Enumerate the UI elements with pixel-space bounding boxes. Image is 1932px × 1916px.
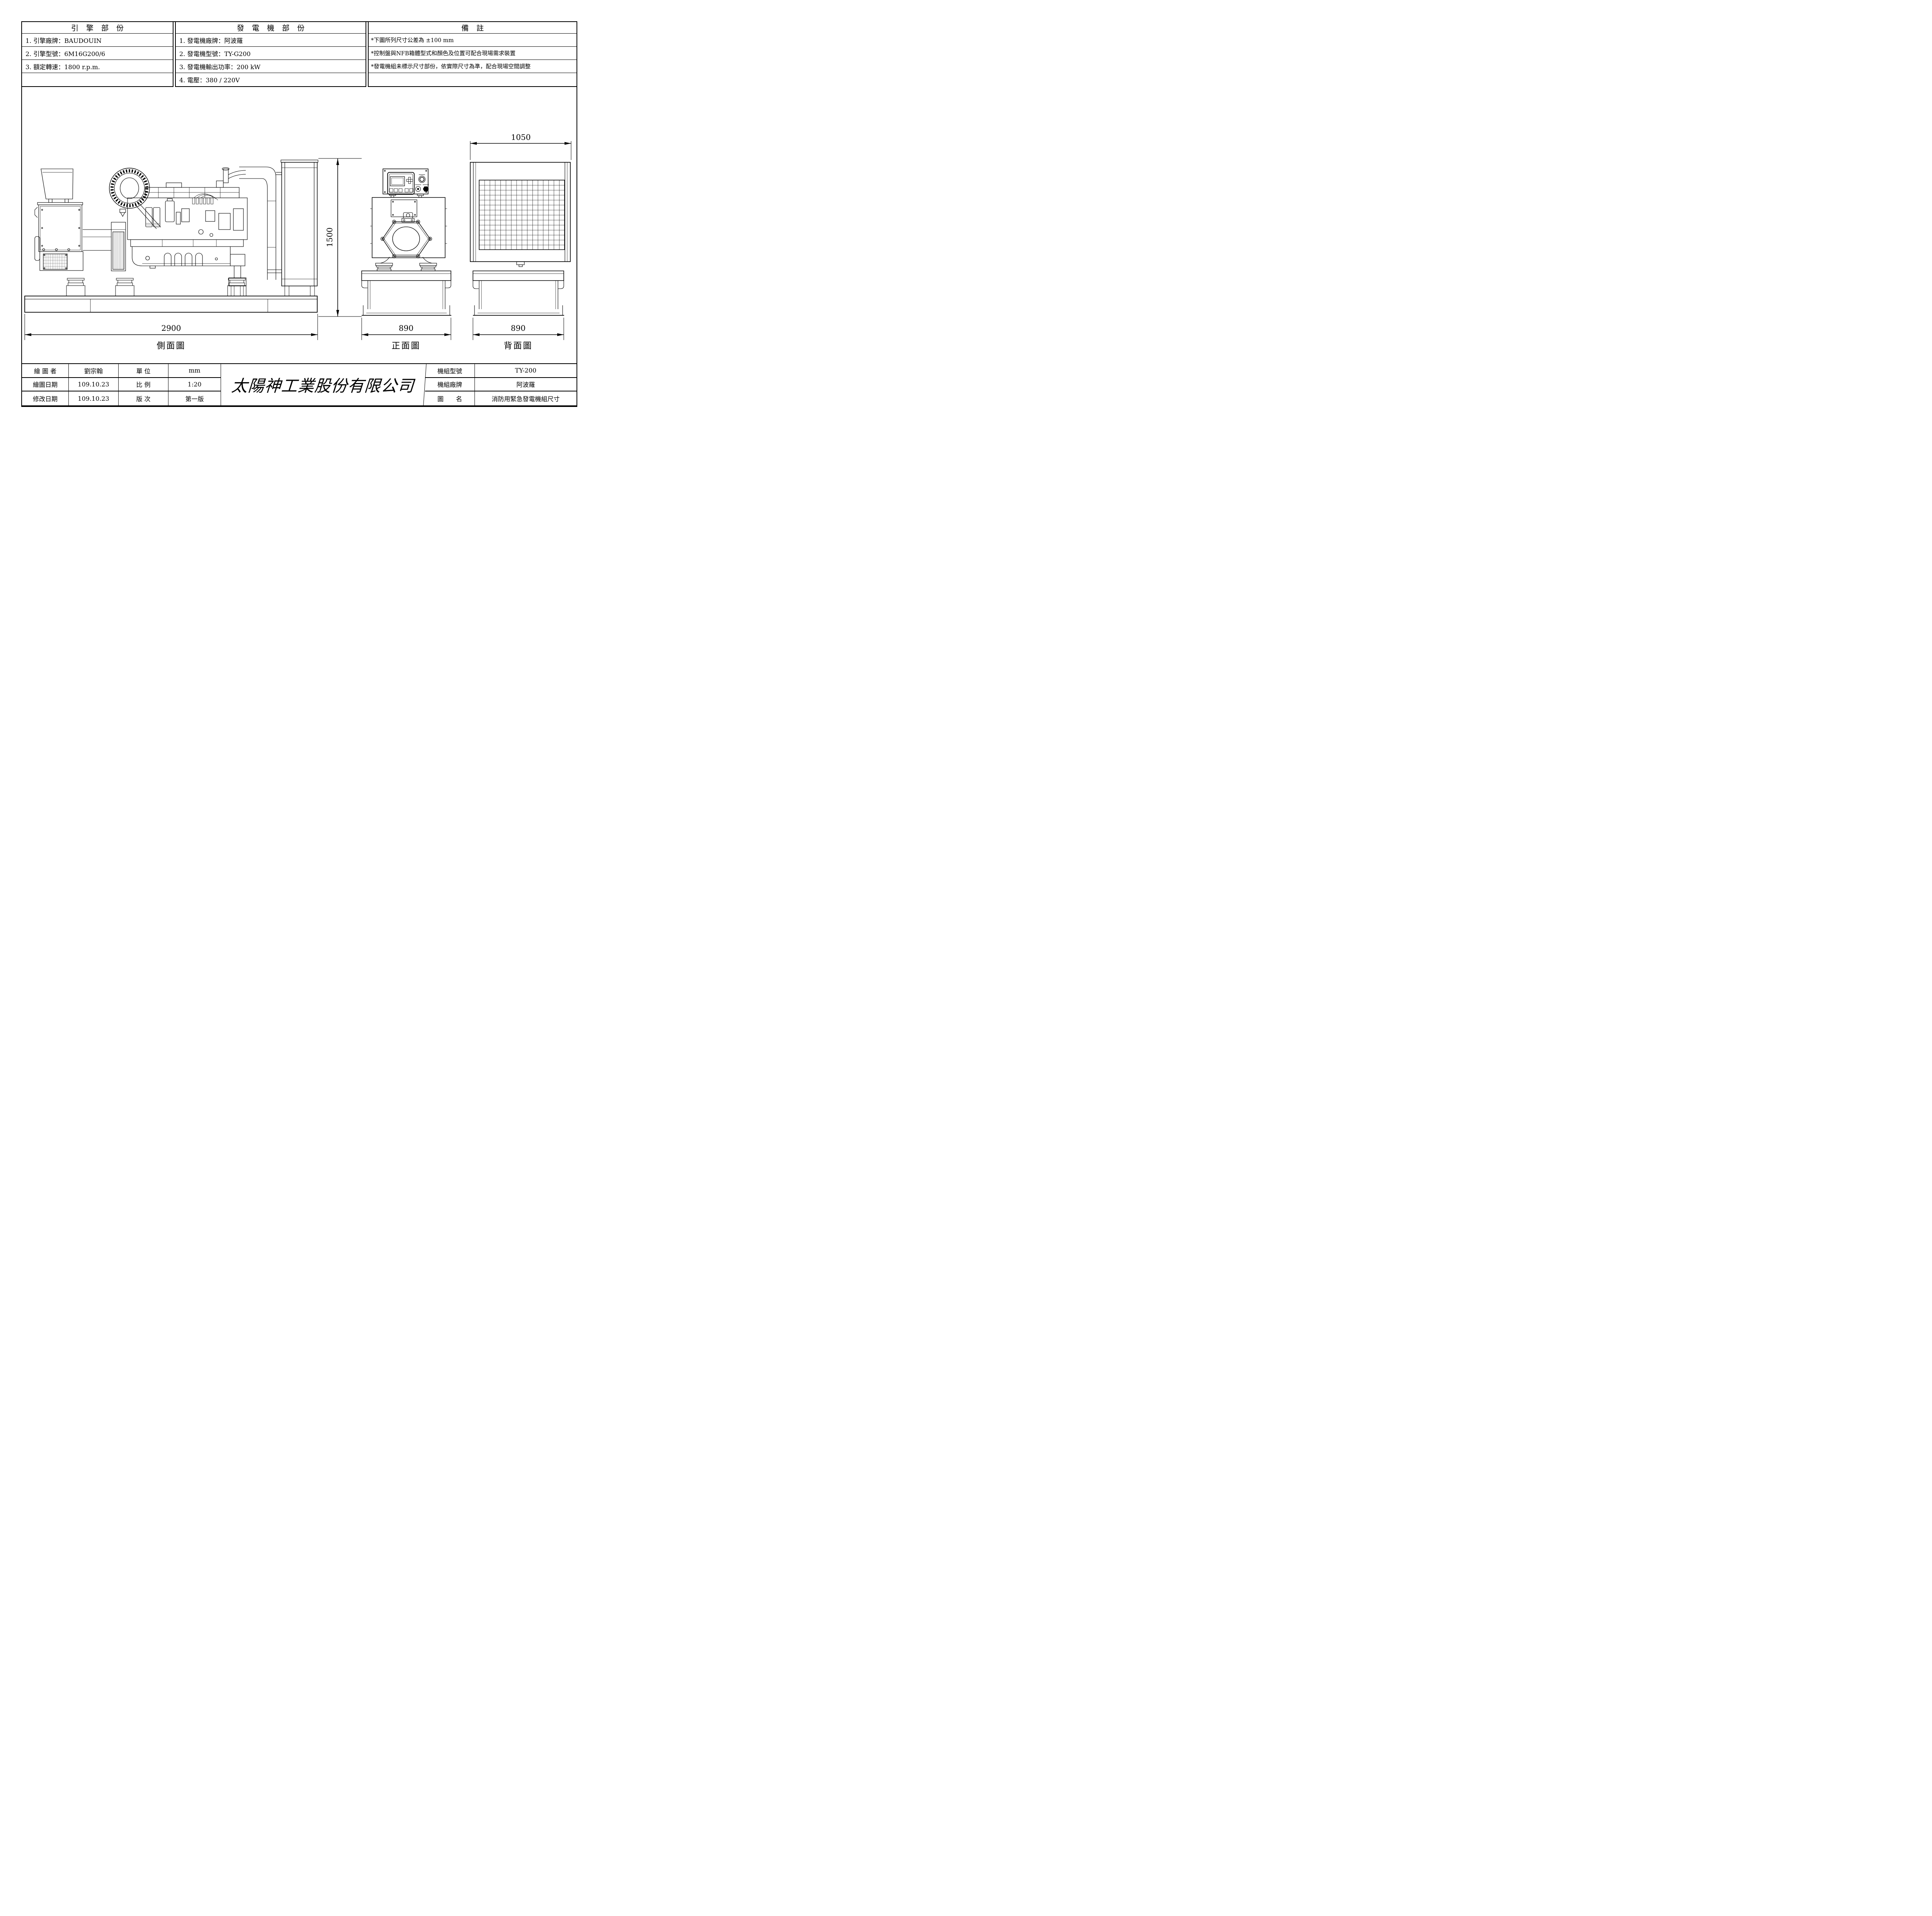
version-value: 第一版 <box>168 391 221 405</box>
dim-back-top-width <box>470 141 571 160</box>
side-view <box>24 160 318 313</box>
back-width-value: 890 <box>511 323 526 333</box>
cooling-fan <box>109 168 161 229</box>
dim-back-width <box>473 318 564 340</box>
brand-label: 機組廠牌 <box>425 378 475 392</box>
drafter-label: 繪 圖 者 <box>22 364 69 378</box>
engine-model-row: 2. 引擎型號：6M16G200/6 <box>22 47 173 60</box>
back-view <box>470 162 571 316</box>
brand-value: 阿波羅 <box>475 378 577 392</box>
drawing-name-value: 消防用緊急發電機組尺寸 <box>492 395 560 403</box>
generator-table-title: 發 電 機 部 份 <box>176 22 366 34</box>
fuel-filter <box>145 207 153 227</box>
emergency-stop-button <box>418 175 426 183</box>
engine-mount <box>228 254 247 296</box>
scale-label: 比 例 <box>119 378 168 392</box>
vibration-mount <box>115 278 134 296</box>
fuel-filter <box>153 207 160 227</box>
generator-model-row: 2. 發電機型號：TY-G200 <box>176 47 366 60</box>
vibration-mount <box>66 278 85 296</box>
generator-spec-table: 發 電 機 部 份 1. 發電機廠牌：阿波羅 2. 發電機型號：TY-G200 … <box>175 21 366 87</box>
front-width-value: 890 <box>399 323 413 333</box>
rotor-end <box>392 226 420 251</box>
dim-side-width <box>24 314 318 340</box>
draw-date-value: 109.10.23 <box>69 378 119 392</box>
company-name: 太陽神工業股份有限公司 <box>219 364 427 405</box>
title-block: 繪 圖 者 劉宗翰 單 位 mm 機組型號 TY-200 繪圖日期 109.10… <box>21 363 577 406</box>
side-height-value: 1500 <box>325 228 334 247</box>
terminal-box <box>391 199 417 217</box>
back-base <box>473 271 564 316</box>
front-base <box>361 265 451 316</box>
air-cleaner <box>41 168 73 203</box>
unit-label: 單 位 <box>119 364 168 378</box>
louver-panel <box>83 222 126 271</box>
dim-side-height <box>318 158 362 317</box>
draw-date-label: 繪圖日期 <box>22 378 69 392</box>
oil-pan <box>132 247 231 269</box>
model-label: 機組型號 <box>425 364 475 378</box>
front-view-title: 正面圖 <box>391 341 420 351</box>
scale-value: 1:20 <box>168 378 221 392</box>
exhaust-pipe <box>223 168 229 183</box>
engine-speed-row: 3. 額定轉速：1800 r.p.m. <box>22 60 173 73</box>
back-view-title: 背面圖 <box>503 341 532 351</box>
drain-fitting <box>516 261 525 265</box>
note-tolerance-row: *下圖所列尺寸公差為 ±100 mm <box>369 34 577 47</box>
controller-nav-buttons <box>406 179 413 182</box>
controller-screen <box>390 176 405 186</box>
model-value: TY-200 <box>475 364 577 378</box>
unit-value: mm <box>168 364 221 378</box>
alternator-grille <box>43 254 68 270</box>
generator-end-frame <box>370 197 447 266</box>
side-view-title: 側面圖 <box>156 341 185 351</box>
engine-spec-table: 引 擎 部 份 1. 引擎廠牌：BAUDOUIN 2. 引擎型號：6M16G20… <box>21 21 173 87</box>
start-switch <box>415 186 421 192</box>
dim-front-width <box>361 318 451 340</box>
oil-filter <box>165 201 175 222</box>
engine-brand-row: 1. 引擎廠牌：BAUDOUIN <box>22 34 173 47</box>
drawing-name-label: 圖 名 <box>425 391 475 405</box>
air-duct <box>239 167 276 280</box>
notes-table-title: 備 註 <box>369 22 577 34</box>
back-top-width-value: 1050 <box>511 133 531 142</box>
front-view <box>361 168 451 316</box>
drafter-value: 劉宗翰 <box>69 364 119 378</box>
genset-drawing: 2900 1500 890 890 1050 側面圖 正面圖 背面圖 <box>24 133 571 351</box>
side-width-value: 2900 <box>162 323 181 333</box>
drawing-sheet: 引 擎 部 份 1. 引擎廠牌：BAUDOUIN 2. 引擎型號：6M16G20… <box>0 0 597 422</box>
revise-date-label: 修改日期 <box>22 391 69 405</box>
version-label: 版 次 <box>119 391 168 405</box>
note-nfb-row: *控制盤與NFB箱體型式和顏色及位置可配合現場需求裝置 <box>369 47 577 60</box>
genset-controller <box>387 172 415 195</box>
dimensions <box>24 141 571 340</box>
generator-power-row: 3. 發電機輸出功率：200 kW <box>176 60 366 73</box>
alternator <box>34 202 83 271</box>
radiator-grille <box>479 180 565 250</box>
engine-table-title: 引 擎 部 份 <box>22 22 173 34</box>
engine <box>127 167 248 247</box>
notes-table: 備 註 *下圖所列尺寸公差為 ±100 mm *控制盤與NFB箱體型式和顏色及位… <box>368 21 577 87</box>
radiator <box>267 160 318 296</box>
cable-gland <box>423 186 429 192</box>
generator-brand-row: 1. 發電機廠牌：阿波羅 <box>176 34 366 47</box>
base-skid <box>24 296 318 313</box>
revise-date-value: 109.10.23 <box>69 391 119 405</box>
generator-voltage-row: 4. 電壓：380 / 220V <box>179 77 240 84</box>
note-dimensions-row: *發電機組未標示尺寸部份，依實際尺寸為準，配合現場空間調整 <box>369 60 577 73</box>
control-panel <box>383 168 429 198</box>
